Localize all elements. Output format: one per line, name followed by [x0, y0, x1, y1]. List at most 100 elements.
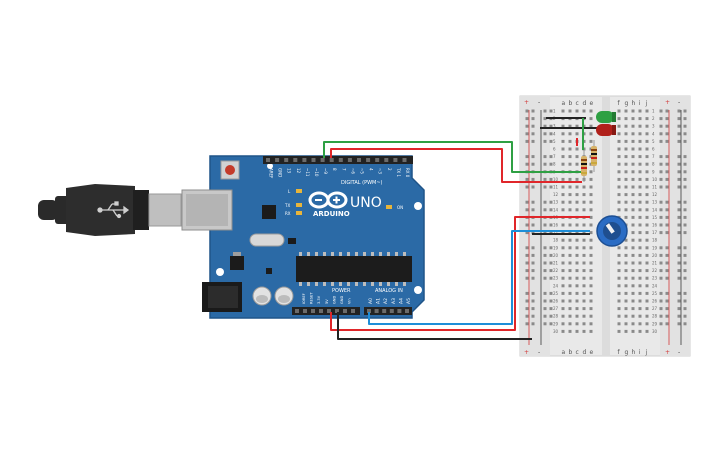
rail-hole	[549, 253, 553, 257]
breadboard-hole	[631, 269, 635, 273]
breadboard-hole	[561, 307, 565, 311]
header-hole	[405, 309, 409, 313]
rail-hole	[665, 314, 669, 318]
breadboard-hole	[645, 231, 649, 235]
header-hole	[293, 158, 298, 162]
rail-hole	[683, 124, 687, 128]
rail-hole	[665, 117, 669, 121]
analog-pin-label: A2	[383, 298, 389, 304]
rail-hole	[665, 261, 669, 265]
breadboard-hole	[638, 314, 642, 318]
rail-hole	[543, 132, 547, 136]
header-hole	[311, 158, 316, 162]
breadboard-hole	[561, 124, 565, 128]
breadboard-hole	[631, 162, 635, 166]
rail-hole	[683, 291, 687, 295]
rail-hole	[543, 139, 547, 143]
rail-hole	[531, 253, 535, 257]
row-number: 24	[652, 283, 658, 288]
rail-hole	[677, 299, 681, 303]
breadboard-hole	[631, 208, 635, 212]
breadboard-hole	[575, 155, 579, 159]
usb-cable	[38, 184, 182, 236]
rail-hole	[665, 299, 669, 303]
rail-hole	[683, 132, 687, 136]
breadboard-hole	[582, 299, 586, 303]
column-letter: c	[576, 100, 579, 107]
breadboard-hole	[631, 117, 635, 121]
breadboard-hole	[589, 109, 593, 113]
breadboard-hole	[568, 231, 572, 235]
rail-hole	[549, 261, 553, 265]
header-hole	[367, 309, 371, 313]
breadboard-hole	[568, 314, 572, 318]
breadboard-hole	[589, 314, 593, 318]
rail-hole	[525, 269, 529, 273]
breadboard-hole	[561, 162, 565, 166]
breadboard-hole	[645, 147, 649, 151]
row-number: 28	[652, 314, 658, 319]
rail-hole	[665, 139, 669, 143]
brand-label: ARDUINO	[313, 210, 350, 218]
breadboard-hole	[645, 200, 649, 204]
row-number: 3	[553, 124, 556, 129]
header-hole	[266, 158, 270, 162]
wire-blue-a0	[368, 230, 590, 325]
breadboard-hole	[582, 238, 586, 242]
breadboard-hole	[624, 269, 628, 273]
row-number: 30	[652, 329, 658, 334]
breadboard-hole	[575, 231, 579, 235]
rail-hole	[659, 200, 663, 204]
breadboard-hole	[617, 109, 621, 113]
header-hole	[302, 158, 307, 162]
rail-hole	[659, 223, 663, 227]
chip-pin	[379, 282, 382, 286]
row-number: 19	[652, 245, 658, 250]
rail-hole	[677, 155, 681, 159]
rail-hole	[659, 208, 663, 212]
breadboard-hole	[589, 162, 593, 166]
digital-pin-label: ~6	[350, 168, 355, 174]
breadboard-hole	[631, 215, 635, 219]
breadboard-hole	[645, 109, 649, 113]
breadboard-hole	[631, 322, 635, 326]
rail-hole	[677, 109, 681, 113]
breadboard-hole	[631, 177, 635, 181]
breadboard-hole	[561, 329, 565, 333]
row-number: 24	[553, 283, 559, 288]
rail-hole	[543, 261, 547, 265]
row-number: 5	[652, 139, 655, 144]
breadboard-hole	[631, 253, 635, 257]
rail-hole	[677, 322, 681, 326]
rail-hole	[525, 162, 529, 166]
breadboard-hole	[617, 269, 621, 273]
breadboard-hole	[645, 162, 649, 166]
breadboard-hole	[568, 208, 572, 212]
digital-pin-label: 12	[296, 168, 301, 174]
digital-pin-label: ~9	[323, 168, 328, 174]
chip-pin	[403, 282, 406, 286]
breadboard-hole	[624, 299, 628, 303]
breadboard-hole	[645, 261, 649, 265]
header-hole	[284, 158, 289, 162]
rail-hole	[531, 185, 535, 189]
breadboard-hole	[561, 246, 565, 250]
breadboard-hole	[582, 284, 586, 288]
chip-pin	[403, 252, 406, 256]
breadboard-hole	[617, 155, 621, 159]
rail-hole	[525, 223, 529, 227]
breadboard-hole	[575, 162, 579, 166]
breadboard-hole	[589, 291, 593, 295]
rail-hole	[683, 200, 687, 204]
breadboard-hole	[638, 253, 642, 257]
breadboard-hole	[568, 299, 572, 303]
breadboard-hole	[582, 109, 586, 113]
row-number: 22	[553, 268, 559, 273]
row-number: 25	[652, 291, 658, 296]
rail-hole	[549, 139, 553, 143]
breadboard-hole	[617, 314, 621, 318]
rail-plus-label-top-right: +	[665, 99, 670, 106]
rail-hole	[683, 139, 687, 143]
breadboard-hole	[631, 132, 635, 136]
row-number: 21	[652, 261, 658, 266]
